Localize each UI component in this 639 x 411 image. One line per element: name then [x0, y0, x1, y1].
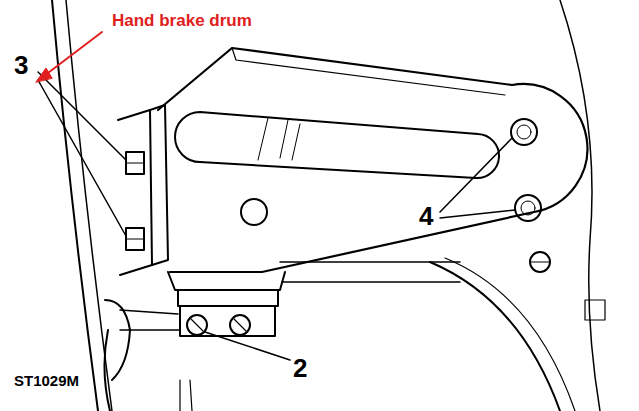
part-label: Hand brake drum: [112, 12, 252, 29]
callout-number: 3: [14, 52, 28, 78]
figure-code: ST1029M: [14, 373, 79, 388]
callout-number: 4: [419, 203, 433, 229]
callout-number: 2: [293, 355, 307, 381]
